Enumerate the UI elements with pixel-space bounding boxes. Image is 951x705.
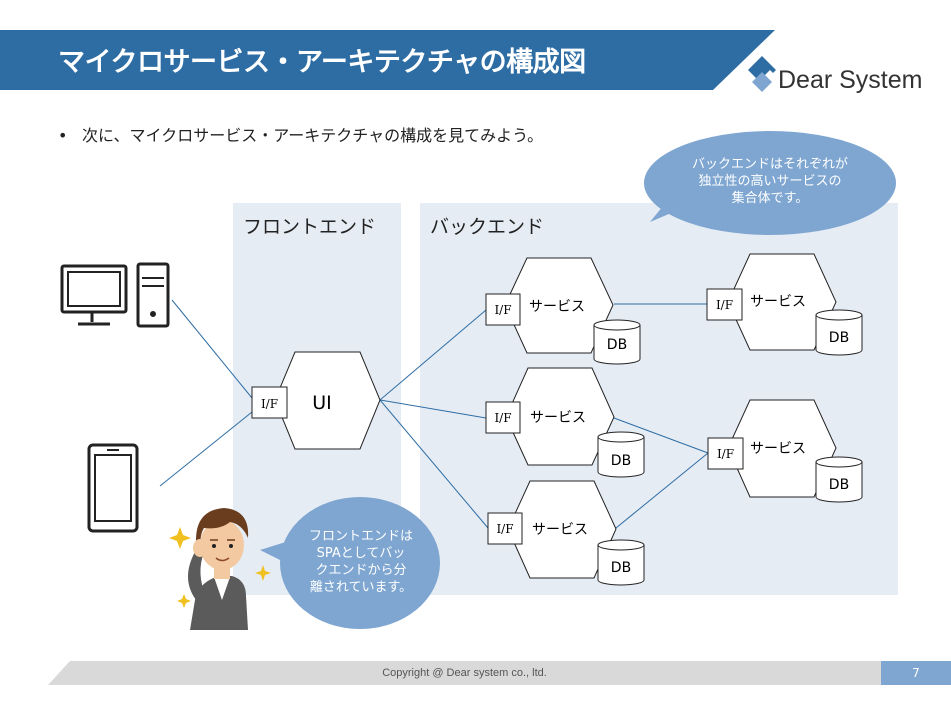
desktop-to-ui-line [171, 299, 253, 399]
slide-title: マイクロサービス・アーキテクチャの構成図 [58, 47, 586, 78]
bullet-dot: • [58, 126, 68, 145]
service-5-db-label: DB [829, 477, 849, 493]
service-2-db-label: DB [611, 453, 631, 469]
smartphone-icon [87, 443, 139, 533]
ui-label: UI [312, 392, 332, 414]
service-3-db-label: DB [611, 560, 631, 576]
service-4-db: DB [815, 309, 863, 356]
service3-to-service5-line [615, 452, 709, 529]
service-node-5: サービス I/F DB [707, 399, 863, 503]
page-number: 7 [881, 661, 951, 685]
service-4-db-label: DB [829, 330, 849, 346]
ui-node: UI I/F [251, 351, 381, 450]
service-node-4: サービス I/F DB [706, 253, 863, 356]
backend-note-text: バックエンドはそれぞれが 独立性の高いサービスの 集合体です。 [650, 156, 890, 207]
backend-note-line-2: 独立性の高いサービスの [698, 174, 842, 189]
service-2-if-label: I/F [494, 411, 511, 425]
service-4-if-label: I/F [716, 298, 733, 312]
dear-system-logo-icon [748, 56, 778, 92]
service-node-1: サービス I/F DB [485, 257, 641, 365]
ui-if-label: I/F [261, 397, 278, 411]
frontend-note-line-1: フロントエンドは [308, 529, 413, 544]
frontend-note-line-2: SPAとしてバッ [316, 546, 406, 561]
service-3-db: DB [597, 539, 645, 586]
backend-note-line-1: バックエンドはそれぞれが [691, 157, 848, 172]
frontend-note-text: フロントエンドは SPAとしてバッ クエンドから分 離されています。 [296, 528, 426, 596]
footer-bar [48, 661, 881, 685]
service-5-if-label: I/F [717, 447, 734, 461]
frontend-note-line-3: クエンドから分 [315, 563, 407, 578]
bullet-text: 次に、マイクロサービス・アーキテクチャの構成を見てみよう。 [82, 126, 544, 145]
logo-text: Dear System [778, 66, 923, 94]
service-1-label: サービス [529, 299, 585, 315]
thinking-man-illustration [169, 508, 271, 630]
service2-to-service5-line [613, 417, 709, 454]
service-node-2: サービス I/F DB [485, 367, 645, 478]
ui-to-service3-line [379, 399, 489, 529]
connection-lines [159, 299, 709, 529]
phone-to-ui-line [159, 411, 253, 487]
service-3-if-label: I/F [496, 522, 513, 536]
ui-to-service1-line [379, 309, 487, 401]
service-2-db: DB [597, 431, 645, 478]
service-5-label: サービス [750, 441, 806, 457]
bullet-line: • 次に、マイクロサービス・アーキテクチャの構成を見てみよう。 [58, 122, 543, 146]
frontend-note-bubble [260, 497, 440, 629]
service-1-db-label: DB [607, 337, 627, 353]
service-4-label: サービス [750, 294, 806, 310]
service-3-label: サービス [532, 522, 588, 538]
service-2-label: サービス [530, 410, 586, 426]
backend-note-line-3: 集合体です。 [731, 191, 809, 206]
frontend-label: フロントエンド [243, 216, 377, 238]
desktop-computer-icon [60, 262, 170, 328]
service-node-3: サービス I/F DB [487, 480, 645, 586]
service-5-db: DB [815, 456, 863, 503]
frontend-note-line-4: 離されています。 [309, 580, 413, 595]
sparkle-icon [169, 527, 271, 608]
backend-note-bubble [644, 131, 896, 235]
backend-label: バックエンド [430, 216, 545, 238]
footer-copyright: Copyright @ Dear system co., ltd. [382, 667, 547, 679]
service-1-if-label: I/F [494, 303, 511, 317]
service-1-db: DB [593, 319, 641, 365]
title-bar [0, 30, 775, 90]
ui-to-service2-line [379, 399, 487, 419]
